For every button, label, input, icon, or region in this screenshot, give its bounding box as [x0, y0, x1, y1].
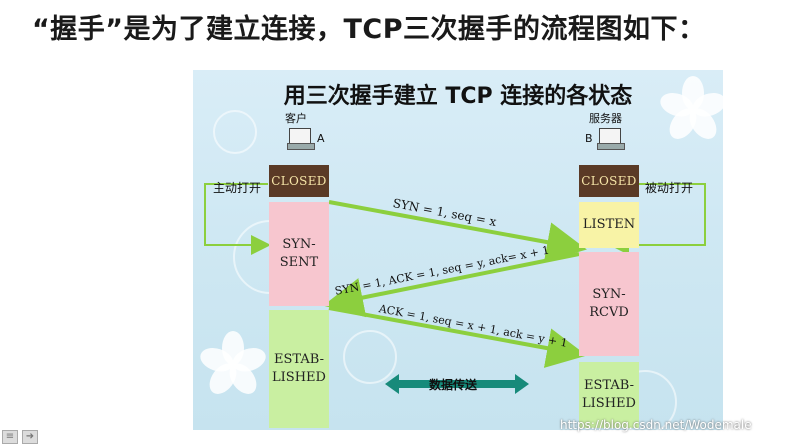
client-label: 客户: [285, 112, 307, 125]
decor-bubble: [213, 110, 257, 154]
server-letter: B: [585, 132, 593, 145]
server-computer-icon: [597, 128, 625, 150]
server-state-closed: CLOSED: [579, 165, 639, 197]
client-state-established: ESTAB- LISHED: [269, 310, 329, 428]
data-transfer-arrow: [385, 374, 529, 394]
diagram-arrows: [204, 183, 706, 394]
diagram-title: 用三次握手建立 TCP 连接的各状态: [283, 84, 633, 109]
client-state-syn-sent: SYN- SENT: [269, 202, 329, 306]
client-state-closed: CLOSED: [269, 165, 329, 197]
server-label: 服务器: [589, 112, 622, 125]
tcp-handshake-diagram: 用三次握手建立 TCP 连接的各状态 客户 A CLOSED SYN- SENT…: [193, 70, 723, 430]
client-computer-icon: [287, 128, 315, 150]
data-transfer-label: 数据传送: [429, 378, 478, 392]
menu-icon[interactable]: ≡: [2, 430, 18, 444]
client-open-connector: [204, 183, 271, 255]
server-state-listen: LISTEN: [579, 202, 639, 248]
active-open-label: 主动打开: [213, 181, 262, 195]
server-open-connector: [603, 183, 706, 255]
server-state-syn-rcvd: SYN- RCVD: [579, 252, 639, 356]
decor-flower-icon: [657, 76, 723, 144]
server-state-established: ESTAB- LISHED: [579, 362, 639, 428]
watermark: https://blog.csdn.net/Wodemale: [560, 418, 752, 432]
syn-ack-arrow: [323, 252, 580, 318]
ack-arrow: [328, 306, 587, 368]
passive-open-label: 被动打开: [645, 181, 694, 195]
slide-nav: ≡ ➜: [2, 430, 38, 444]
next-arrow-icon[interactable]: ➜: [22, 430, 38, 444]
client-letter: A: [317, 132, 325, 145]
decor-flower-icon: [197, 331, 269, 399]
syn-arrow: [328, 200, 587, 262]
page-heading: “握手”是为了建立连接，TCP三次握手的流程图如下：: [32, 14, 706, 45]
decor-bubble: [343, 330, 397, 384]
